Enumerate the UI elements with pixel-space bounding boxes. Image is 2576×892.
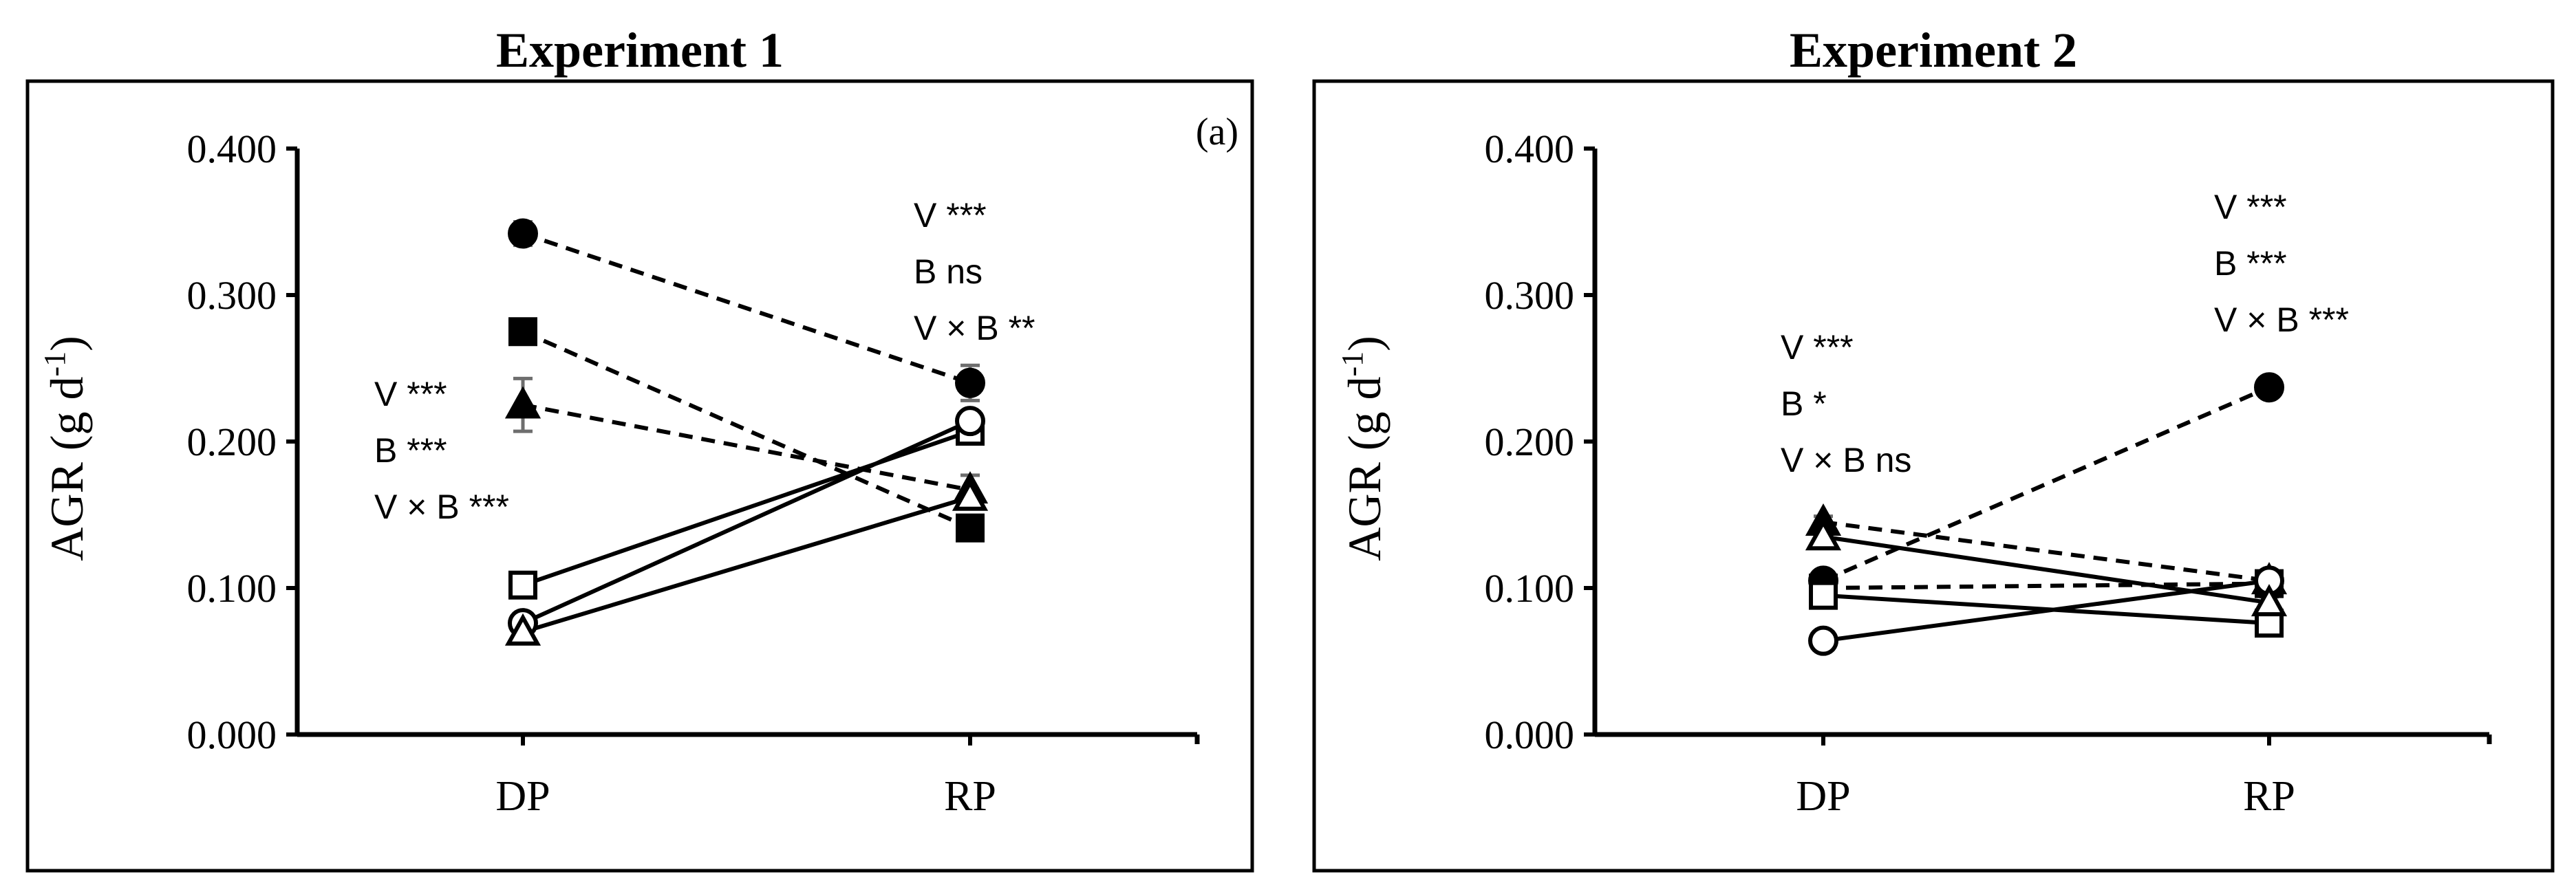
- y-tick-label: 0.400: [1485, 127, 1575, 171]
- x-tick-label: DP: [495, 773, 550, 820]
- y-tick-label: 0.000: [187, 712, 277, 757]
- stat-annotation-rp: B ***: [2214, 244, 2287, 283]
- series-line-5: [1823, 578, 2270, 643]
- series-line-6: [1823, 534, 2270, 605]
- y-tick-label: 0.400: [187, 127, 277, 171]
- stat-annotation-rp: V × B ***: [2214, 301, 2349, 339]
- stat-annotation-dp: B ***: [374, 431, 447, 470]
- data-point-circle-filled-rp: [2254, 372, 2284, 403]
- y-axis-label: AGR (g d-1): [38, 336, 93, 561]
- data-point-square-filled-rp: [956, 513, 985, 543]
- stat-annotation-dp: V ***: [374, 375, 447, 413]
- y-tick-label: 0.000: [1485, 712, 1575, 757]
- data-point-square-filled-dp: [508, 317, 537, 347]
- series-line-1: [1822, 385, 2271, 583]
- panel-frame: [25, 79, 1254, 873]
- x-tick-label: RP: [944, 773, 996, 820]
- stat-annotation-rp: B ns: [914, 252, 983, 291]
- data-point-circle-open-dp: [1808, 625, 1838, 656]
- data-point-circle-filled-rp: [955, 367, 985, 398]
- series-line-5: [522, 419, 972, 625]
- data-point-circle-filled-dp: [508, 218, 538, 249]
- x-tick-label: DP: [1796, 773, 1850, 820]
- y-tick-label: 0.200: [187, 420, 277, 464]
- y-tick-label: 0.200: [1485, 420, 1575, 464]
- y-tick-label: 0.100: [187, 566, 277, 611]
- y-tick-label: 0.300: [187, 273, 277, 318]
- panel-frame: [1312, 79, 2555, 873]
- x-tick-label: RP: [2243, 773, 2295, 820]
- panel-title-experiment-1: Experiment 1: [496, 23, 784, 78]
- series-line-2: [522, 329, 972, 530]
- data-point-triangle-open-dp: [504, 613, 541, 646]
- data-point-triangle-open-rp: [2251, 584, 2288, 617]
- series-line-4: [522, 429, 971, 587]
- y-axis-label: AGR (g d-1): [1335, 336, 1391, 561]
- data-point-square-open-dp: [508, 570, 537, 600]
- stat-annotation-dp: V × B ***: [374, 488, 509, 526]
- series-line-1: [522, 231, 971, 385]
- series-line-3: [522, 402, 971, 492]
- stat-annotation-rp: V ***: [914, 196, 987, 235]
- data-point-circle-open-rp: [955, 406, 985, 437]
- stat-annotation-rp: V ***: [2214, 188, 2287, 226]
- series-line-2: [1823, 581, 2270, 590]
- series-line-3: [1823, 520, 2270, 583]
- y-tick-label: 0.100: [1485, 566, 1575, 611]
- y-tick-label: 0.300: [1485, 273, 1575, 318]
- panel-label: (a): [1196, 111, 1238, 153]
- stat-annotation-dp: V × B ns: [1781, 441, 1911, 479]
- stat-annotation-dp: V ***: [1781, 328, 1854, 367]
- stat-annotation-rp: V × B **: [914, 309, 1035, 347]
- data-point-triangle-open-dp: [1805, 518, 1842, 551]
- panel-title-experiment-2: Experiment 2: [1790, 23, 2077, 78]
- series-line-6: [522, 495, 971, 634]
- stat-annotation-dp: B *: [1781, 384, 1827, 423]
- data-point-triangle-open-rp: [952, 478, 989, 511]
- data-point-triangle-filled-dp: [504, 386, 541, 419]
- data-point-square-open-dp: [1809, 580, 1838, 610]
